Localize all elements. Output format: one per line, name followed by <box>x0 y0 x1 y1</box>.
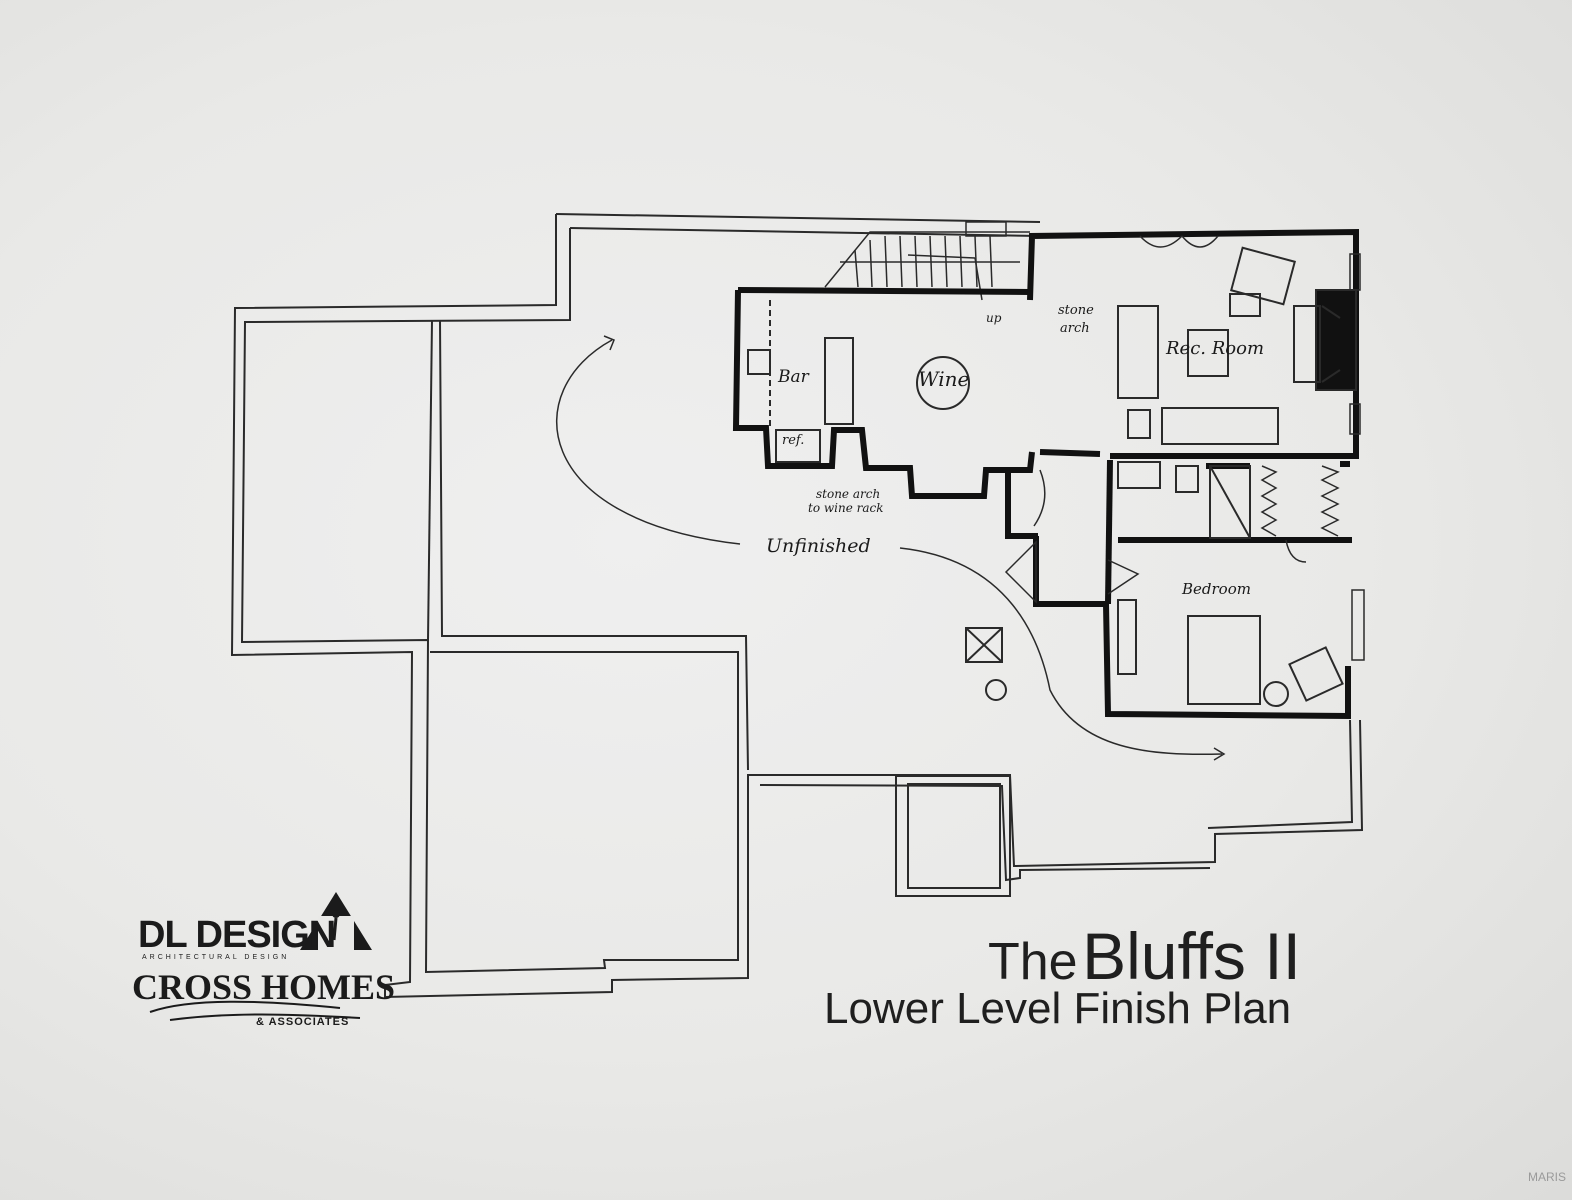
label-stone-arch-wine-2: to wine rack <box>808 501 884 515</box>
utility-box <box>965 627 1007 701</box>
label-bar: Bar <box>777 367 810 387</box>
label-unfinished: Unfinished <box>766 535 871 557</box>
bar-counter <box>747 300 854 463</box>
plan-subtitle: Lower Level Finish Plan <box>824 984 1292 1033</box>
circulation-arrows <box>556 335 1226 761</box>
outer-foundation-walls <box>230 213 1364 999</box>
label-stone-arch-2: arch <box>1060 321 1090 336</box>
plan-title-name: Bluffs II <box>1082 919 1301 993</box>
label-bedroom: Bedroom <box>1181 580 1251 598</box>
door-swings <box>1004 235 1307 604</box>
logo-dl-design: DL DESIGN <box>138 914 336 956</box>
logo-cross-homes: CROSS HOMES <box>132 967 396 1007</box>
label-wine: Wine <box>918 367 969 391</box>
bedroom-furniture <box>1117 465 1344 707</box>
watermark: MARIS <box>1527 1170 1566 1184</box>
logo-dl-design-sub: ARCHITECTURAL DESIGN <box>142 954 290 961</box>
label-ref: ref. <box>782 433 804 448</box>
rec-room-furniture <box>1117 246 1296 445</box>
room-labels: Bar Wine ref. Rec. Room Bedroom Unfinish… <box>766 303 1264 598</box>
label-stone-arch-1: stone <box>1058 303 1094 318</box>
finished-walls <box>732 228 1359 720</box>
window-marks <box>965 221 1365 661</box>
label-rec-room: Rec. Room <box>1165 338 1264 359</box>
fireplace <box>1293 289 1357 391</box>
bath-fixtures <box>1117 461 1199 493</box>
plan-title-prefix: The <box>988 933 1078 991</box>
label-up: up <box>986 311 1002 325</box>
closet-hangers <box>1260 465 1340 537</box>
architect-house-icon <box>300 892 372 950</box>
plan-title: The Bluffs II <box>988 918 1301 994</box>
logo-swoosh <box>149 1000 361 1021</box>
label-stone-arch-wine-1: stone arch <box>816 487 880 501</box>
logo-associates: & ASSOCIATES <box>256 1016 350 1028</box>
wine-table <box>916 356 970 410</box>
